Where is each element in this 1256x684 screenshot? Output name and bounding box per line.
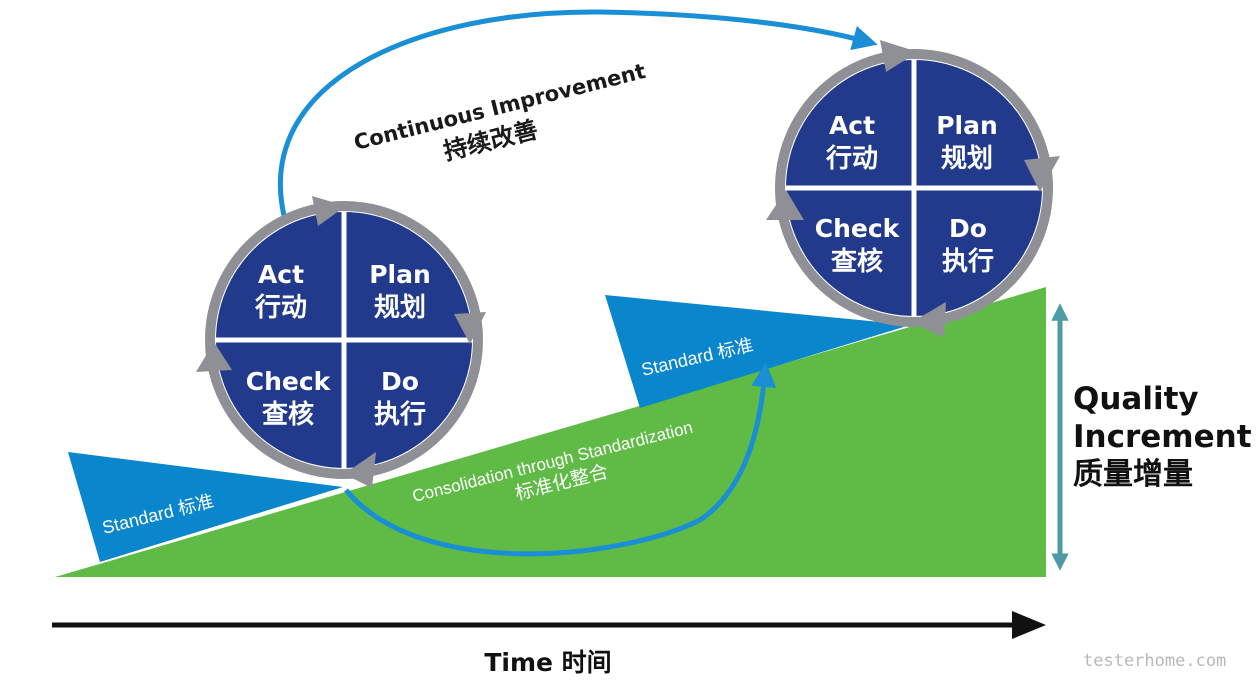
pdca-left-check-cn: 查核: [262, 399, 314, 430]
pdca-cycle-left: Act 行动 Plan 规划 Check 查核 Do 执行: [196, 196, 486, 488]
continuous-improvement-arrow: [277, 9, 878, 221]
pdca-left-do-cn: 执行: [374, 399, 426, 430]
pdca-cycle-right: Act 行动 Plan 规划 Check 查核 Do 执行: [766, 40, 1060, 338]
pdca-left-act-cn: 行动: [254, 292, 307, 323]
pdca-cycle-left-arrowhead-top: [312, 196, 346, 226]
pdca-cycle-left-arrowhead-right: [454, 312, 486, 344]
pdca-left-do: Do: [381, 367, 419, 396]
pdca-right-plan: Plan: [936, 111, 998, 140]
quality-label-line1: Quality: [1073, 381, 1199, 417]
pdca-left-plan-cn: 规划: [374, 293, 426, 323]
pdca-right-plan-cn: 规划: [941, 144, 993, 174]
pdca-right-check-cn: 查核: [831, 246, 883, 277]
pdca-left-plan: Plan: [369, 260, 431, 289]
standard-wedge-right: [605, 295, 910, 408]
pdca-right-do-cn: 执行: [942, 246, 994, 277]
quality-label-line2: Increment: [1073, 419, 1252, 455]
quality-label-line3: 质量增量: [1073, 457, 1193, 492]
pdca-cycle-left-arrowhead-left: [196, 342, 232, 372]
time-axis-label: Time 时间: [484, 648, 611, 677]
pdca-right-check: Check: [815, 214, 901, 243]
pdca-cycle-left-arrowhead-bottom: [344, 452, 376, 488]
consolidation-arrow: [344, 362, 777, 557]
pdca-cycle-right-arrowhead-right: [1024, 156, 1060, 192]
pdca-left-check: Check: [246, 367, 332, 396]
pdca-cycle-right-arrowhead-top: [880, 40, 918, 72]
quality-wedge: [55, 287, 1046, 577]
pdca-right-do: Do: [949, 214, 987, 243]
pdca-left-act: Act: [258, 260, 304, 289]
standard-wedge-left: [68, 452, 343, 562]
watermark-text: testerhome.com: [1083, 651, 1226, 671]
pdca-cycle-right-arrowhead-left: [766, 190, 804, 220]
pdca-cycle-right-arrowhead-bottom: [912, 302, 946, 338]
pdca-right-act-cn: 行动: [825, 143, 878, 174]
pdca-right-act: Act: [829, 111, 875, 140]
time-axis-arrowhead: [1012, 611, 1046, 639]
